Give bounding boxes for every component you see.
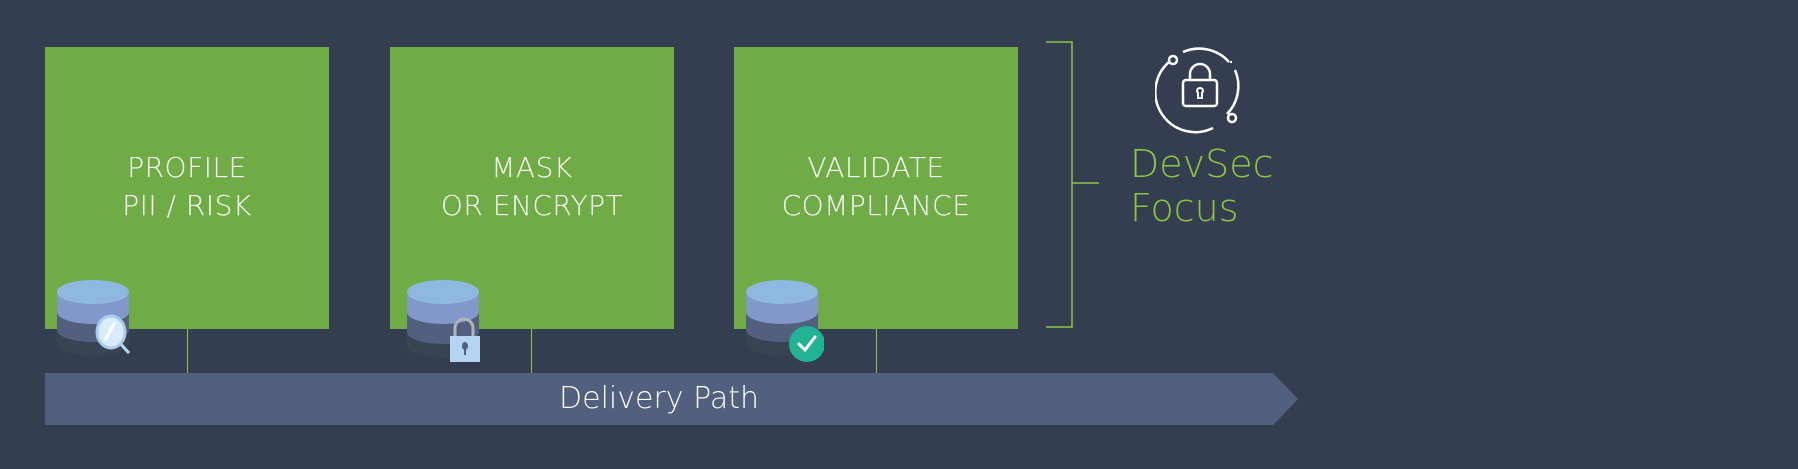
step-title: VALIDATE [807,151,945,184]
step-subtitle: OR ENCRYPT [440,189,624,222]
delivery-path-arrow [45,373,1298,425]
database-check-icon [746,280,824,362]
database-search-icon [57,280,131,356]
step-title: PROFILE [127,151,247,184]
database-lock-icon [407,280,480,362]
focus-line2: Focus [1130,186,1239,230]
connector-line [531,329,532,373]
connector-line [876,329,877,373]
devsec-focus-label: DevSec Focus [1130,142,1274,230]
security-lock-icon [1155,47,1240,134]
delivery-path-label: Delivery Path [559,381,759,416]
step-title: MASK [491,151,573,184]
devsec-bracket [1046,41,1099,328]
focus-line1: DevSec [1130,142,1274,186]
connector-line [187,329,188,373]
step-subtitle: PII / RISK [122,189,252,222]
step-subtitle: COMPLIANCE [781,189,971,222]
